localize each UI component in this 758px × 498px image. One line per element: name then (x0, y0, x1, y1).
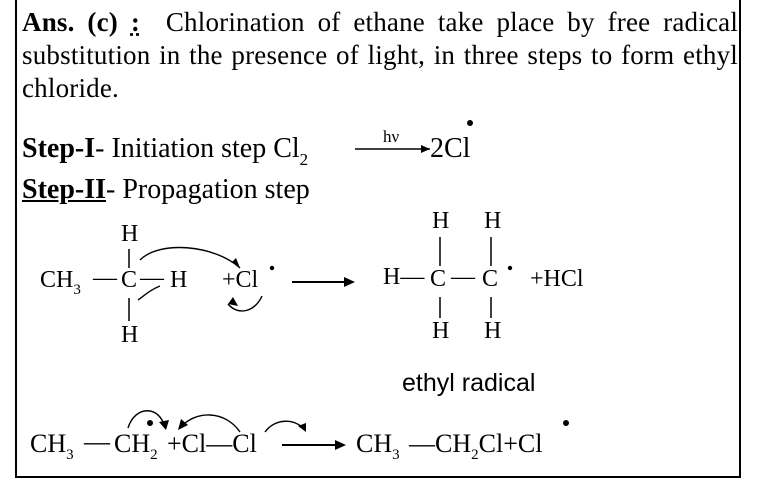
curved-arrow-2 (137, 285, 161, 301)
r2-curved-arrow-2 (179, 414, 241, 433)
product-h-bottom-right: H (484, 318, 502, 344)
product-carbon-1: C (430, 266, 447, 292)
r2-bond: — (84, 427, 110, 456)
product-hydrogen-left: H— (383, 264, 425, 290)
product-hcl: +HCl (530, 266, 584, 292)
r2-product-radical-dot (563, 420, 569, 426)
r2-product-chain: —CH2Cl+Cl (409, 429, 543, 463)
hydrogen-top: H (121, 221, 139, 247)
r2-chlorine-molecule: +Cl—Cl (167, 429, 257, 458)
curved-arrow-1 (139, 246, 241, 269)
r2-radical-dot (147, 420, 153, 426)
hydrogen-bottom: H (121, 322, 139, 348)
carbon-atom: C (121, 267, 138, 293)
hydrogen-right: H (170, 267, 188, 293)
product-bond: — (451, 264, 475, 290)
step-two-text: - Propagation step (106, 174, 310, 205)
answer-text: Chlorination of ethane take place by fre… (22, 7, 739, 103)
product-h-top-left: H (432, 208, 450, 234)
answer-colon: : (130, 7, 141, 37)
step-two-line: Step-II- Propagation step (22, 174, 310, 206)
r2-methylene-radical: CH2 (114, 429, 158, 463)
arrowhead-step1 (421, 145, 430, 153)
chlorine-radical: +Cl (222, 267, 259, 293)
product-h-bottom-left: H (432, 318, 450, 344)
answer-label: Ans. (c) (22, 7, 119, 37)
ethyl-radical-dot (507, 265, 513, 271)
product-h-top-right: H (484, 208, 502, 234)
curved-arrow-3 (227, 295, 263, 312)
answer-box (15, 0, 741, 478)
r2-methyl: CH3 (30, 429, 74, 463)
step-one-line: Step-I- Initiation step Cl2 (22, 133, 309, 169)
radical-dot-step1 (467, 120, 473, 126)
r2-product-methyl: CH3 (356, 429, 400, 463)
methyl-group: CH3 (40, 267, 81, 298)
cl-radical-dot (269, 265, 275, 271)
r2-curved-arrow-1 (127, 410, 166, 429)
step-two-label: Step-II (22, 174, 107, 205)
chlorine-reactant: Cl2 (273, 133, 309, 169)
chlorine-radical-product: 2Cl (430, 133, 471, 164)
step-one-text: - Initiation step (95, 133, 267, 164)
answer-paragraph: Ans. (c) : Chlorination of ethane take p… (22, 6, 738, 105)
product-carbon-2: C (482, 266, 499, 292)
step-one-label: Step-I (22, 133, 96, 164)
bond-1: — (93, 265, 117, 291)
arrow-label-hv: hν (383, 127, 400, 146)
ethyl-radical-label: ethyl radical (402, 369, 536, 397)
